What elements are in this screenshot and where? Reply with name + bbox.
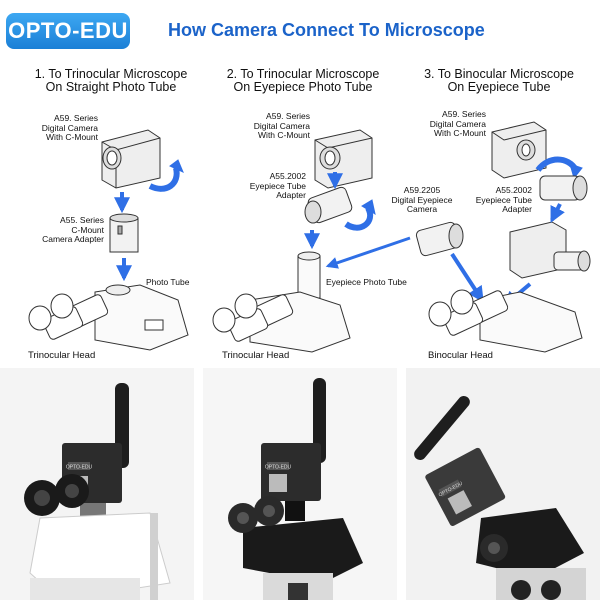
trinocular-head-1-drawing <box>28 284 189 351</box>
antenna-2 <box>313 378 326 463</box>
eyepiece-adapter-2-drawing <box>304 186 353 224</box>
trinocular-head-2-drawing <box>212 251 351 353</box>
antenna-3 <box>414 395 470 461</box>
col2-head-label: Trinocular Head <box>222 350 290 361</box>
photo-camera-3 <box>425 447 506 527</box>
column-1-heading-line2: On Straight Photo Tube <box>45 80 177 94</box>
camera-2-drawing <box>314 129 373 189</box>
eyepiece-camera-3-drawing <box>415 221 464 257</box>
col1-tube-label: Photo Tube <box>146 277 190 287</box>
column-3-heading: 3. To Binocular Microscope On Eyepiece T… <box>404 68 594 94</box>
eyepiece-adapter-3-drawing <box>539 175 588 201</box>
col3-head-label: Binocular Head <box>428 350 493 361</box>
photo-camera-2 <box>261 443 321 501</box>
adapter-1-drawing <box>109 213 139 253</box>
column-3-heading-line2: On Eyepiece Tube <box>447 80 551 94</box>
column-2-heading-line1: 2. To Trinocular Microscope <box>226 67 380 81</box>
column-1-heading-line1: 1. To Trinocular Microscope <box>34 67 188 81</box>
page-title: How Camera Connect To Microscope <box>168 20 485 40</box>
camera-1-drawing <box>101 129 161 189</box>
arrow-3b <box>450 252 484 303</box>
col3-camera-label: A59. Series Digital Camera With C-Mount <box>429 109 486 138</box>
column-1-heading: 1. To Trinocular Microscope On Straight … <box>16 68 206 94</box>
photo-trinocular-eyepiece-tube: OPTO-EDU <box>203 368 397 600</box>
binocular-head-3-drawing <box>428 289 583 353</box>
brand-badge: OPTO-EDU <box>6 13 130 49</box>
col2-adapter-label: A55.2002 Eyepiece Tube Adapter <box>249 171 306 200</box>
col1-adapter-label: A55. Series C-Mount Camera Adapter <box>42 215 104 244</box>
rotate-arrow-2 <box>344 206 373 231</box>
col2-tube-label: Eyepiece Photo Tube <box>326 277 407 287</box>
arrow-2c <box>325 236 411 269</box>
col1-head-label: Trinocular Head <box>28 350 96 361</box>
column-2-heading: 2. To Trinocular Microscope On Eyepiece … <box>208 68 398 94</box>
camera-3-drawing <box>491 121 547 179</box>
col3-eyepiece-camera-label: A59.2205 Digital Eyepiece Camera <box>391 185 453 214</box>
photo-trinocular-straight-tube: OPTO-EDU <box>0 368 194 600</box>
column-3-heading-line1: 3. To Binocular Microscope <box>424 67 574 81</box>
col1-camera-label: A59. Series Digital Camera With C-Mount <box>41 113 98 142</box>
photo-camera-tag-1: OPTO-EDU <box>66 465 93 471</box>
camera-3b-drawing <box>509 221 591 279</box>
photo-binocular-eyepiece-tube: OPTO-EDU <box>406 368 600 600</box>
photo-camera-tag-2: OPTO-EDU <box>265 465 292 471</box>
arrow-3a <box>550 203 565 223</box>
rotate-arrow-1 <box>148 167 180 192</box>
col3-adapter-label: A55.2002 Eyepiece Tube Adapter <box>475 185 532 214</box>
col2-camera-label: A59. Series Digital Camera With C-Mount <box>253 111 310 140</box>
column-2-heading-line2: On Eyepiece Photo Tube <box>233 80 373 94</box>
connection-diagram <box>28 121 591 353</box>
